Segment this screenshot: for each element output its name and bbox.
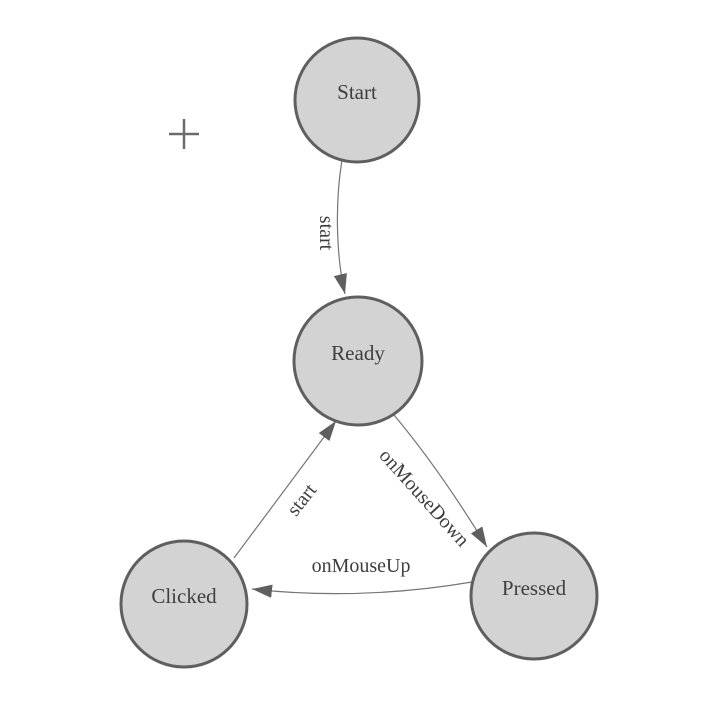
state-node-circle-ready[interactable] [292,295,424,427]
state-node-pressed[interactable]: Pressed [469,531,599,661]
edge-label-ready-to-pressed[interactable]: onMouseDown [375,445,474,551]
edge-clicked-to-ready[interactable] [233,420,337,559]
state-node-label-pressed: Pressed [502,576,567,600]
state-node-circle-clicked[interactable] [119,539,249,669]
edge-start-to-ready[interactable] [333,159,347,295]
edge-label-pressed-to-clicked[interactable]: onMouseUp [312,555,411,577]
state-node-clicked[interactable]: Clicked [119,539,249,669]
state-node-label-ready: Ready [331,341,385,365]
state-node-circle-start[interactable] [293,36,421,164]
state-node-start[interactable]: Start [293,36,421,164]
edge-pressed-to-clicked[interactable] [251,581,473,598]
state-node-ready[interactable]: Ready [292,295,424,427]
state-node-label-start: Start [337,80,377,104]
state-node-circle-pressed[interactable] [469,531,599,661]
crosshair-icon [169,119,199,149]
edge-ready-to-pressed[interactable] [393,414,488,548]
edge-label-start-to-ready[interactable]: start [315,216,337,251]
state-node-label-clicked: Clicked [151,584,217,608]
